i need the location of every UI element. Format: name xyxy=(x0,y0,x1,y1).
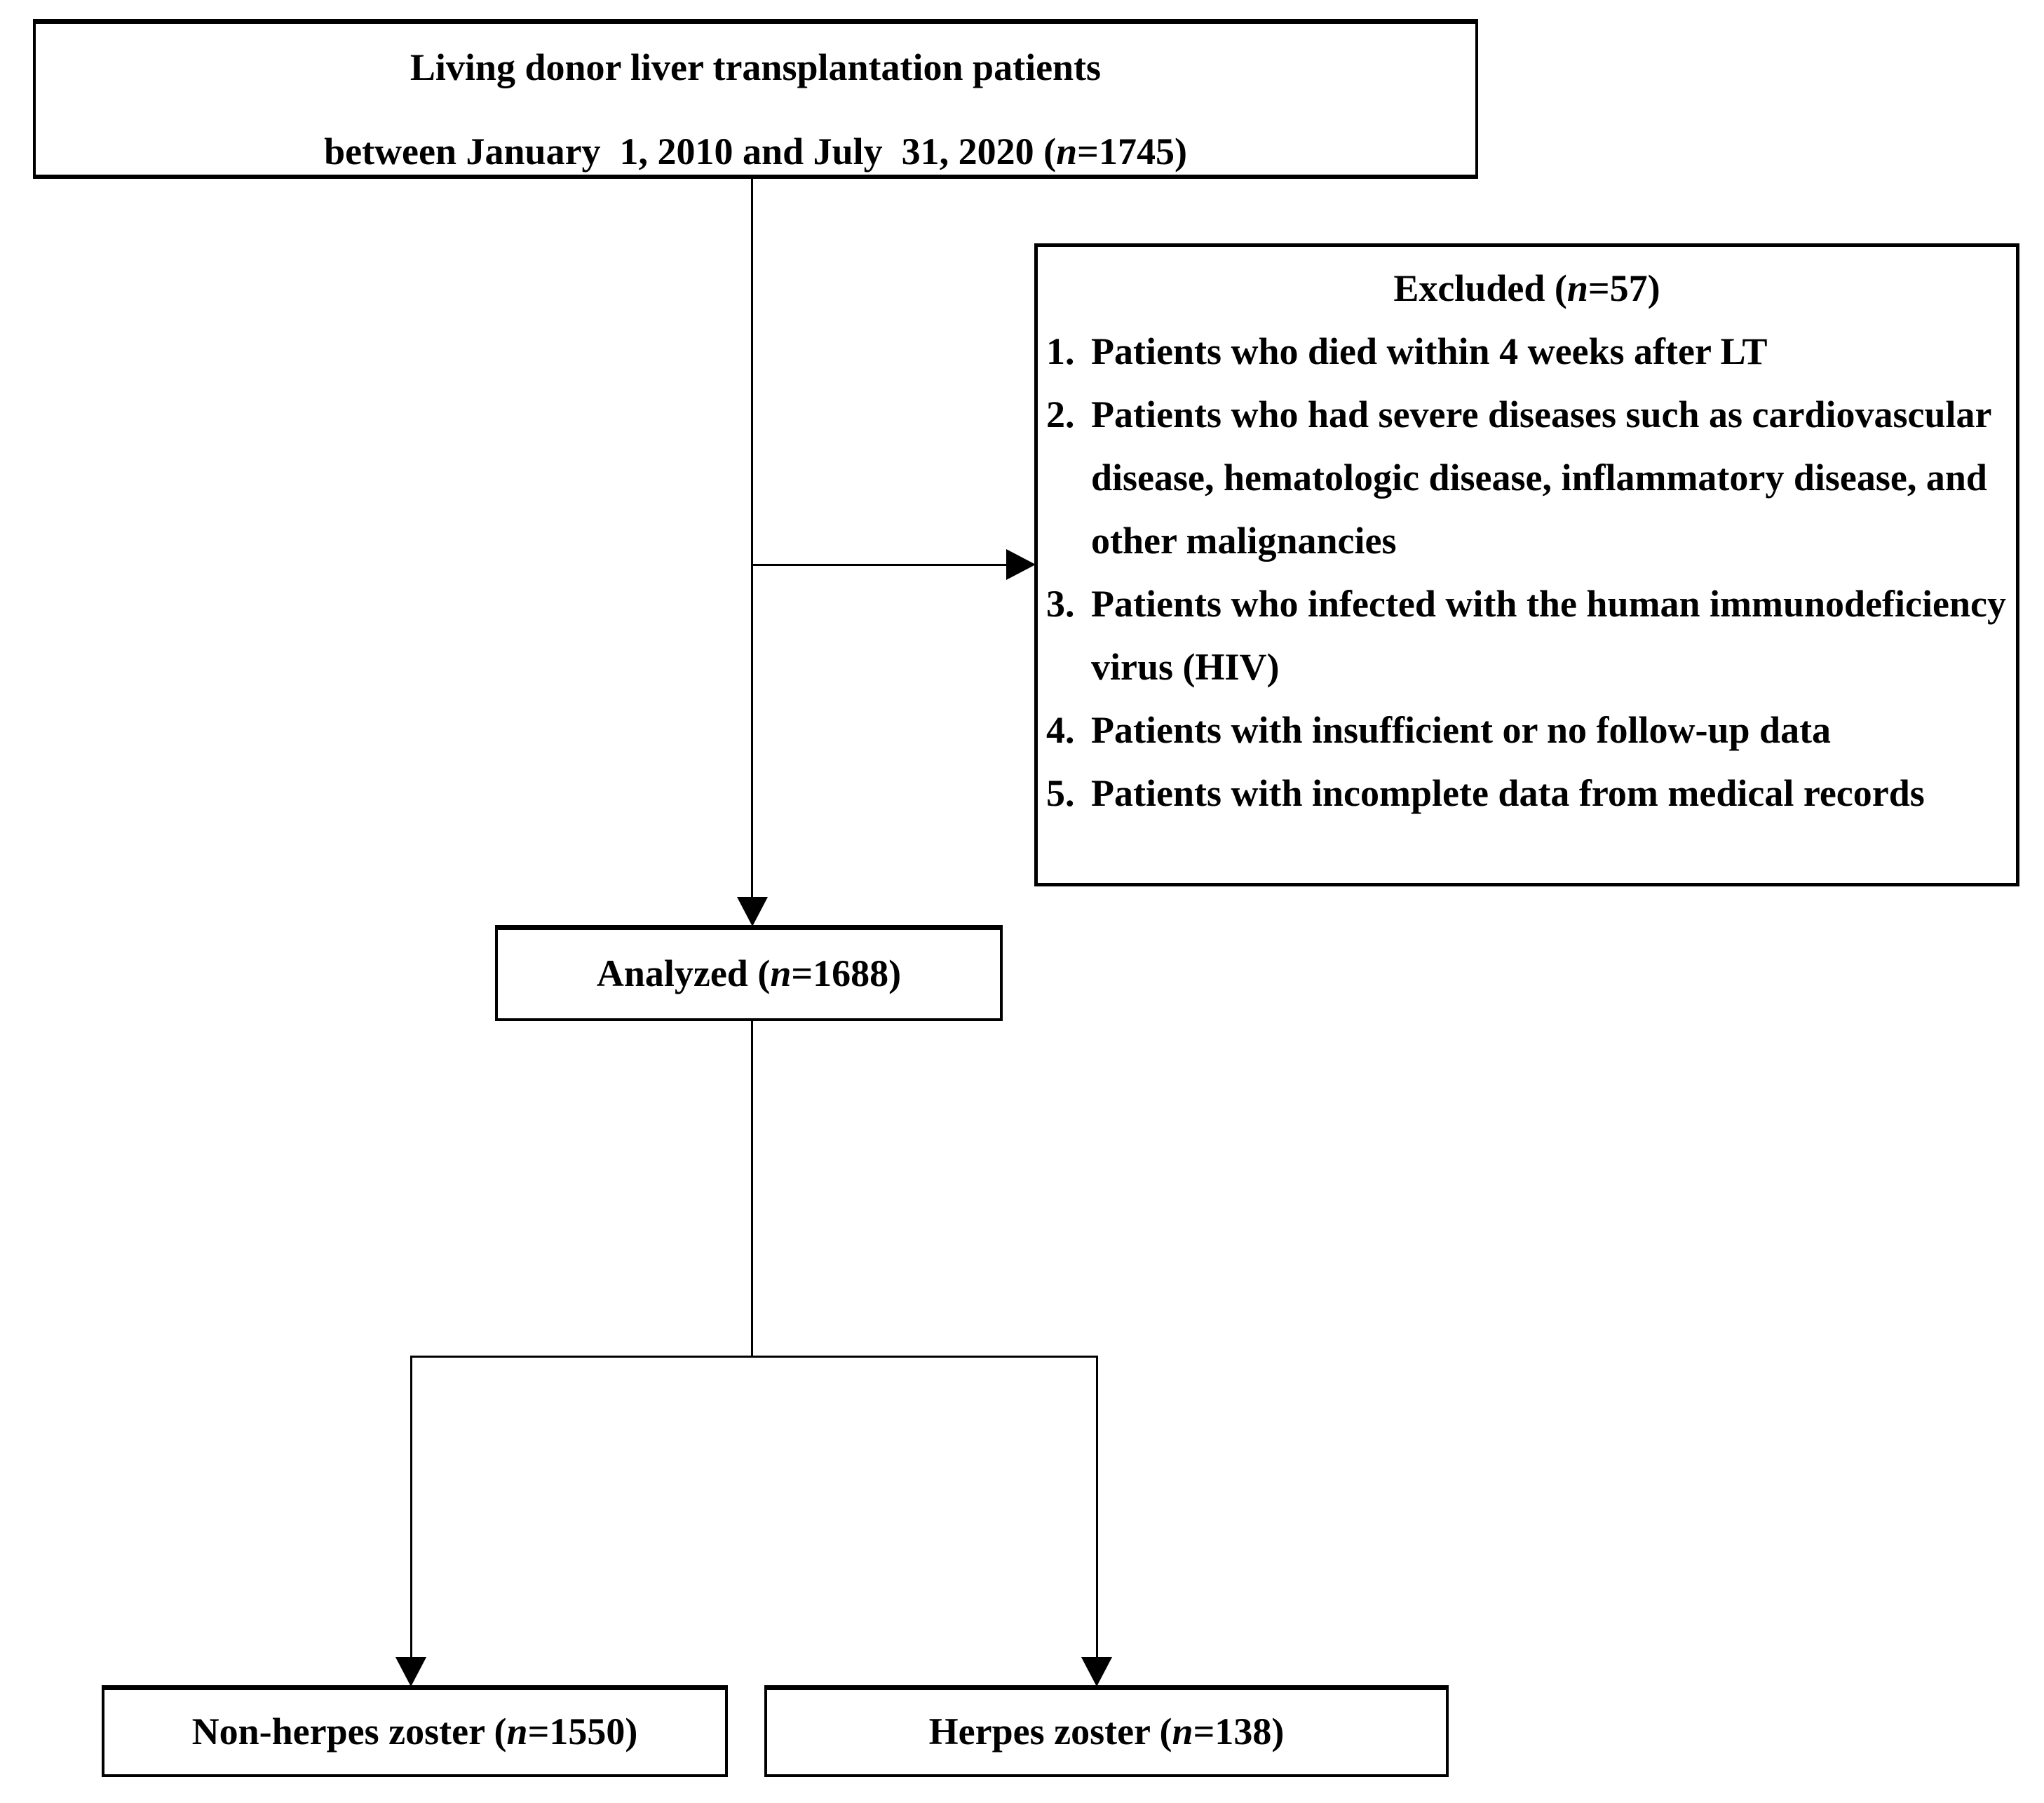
herpes-zoster-box: Herpes zoster (n=138) xyxy=(764,1685,1449,1777)
excluded-item-4-number: 4. xyxy=(1046,709,1075,751)
enrollment-n-italic: n xyxy=(1056,130,1078,173)
enrollment-count-prefix: between January 1, 2010 and July 31, 202… xyxy=(324,130,1057,173)
analyzed-n-italic: n xyxy=(770,952,792,995)
excluded-item-2: 2. Patients who had severe diseases such … xyxy=(1046,383,2008,572)
connector-analyzed-to-split xyxy=(751,1021,753,1358)
arrowhead-down-analyzed-icon xyxy=(737,897,768,926)
herpes-zoster-label: Herpes zoster (n=138) xyxy=(929,1711,1285,1753)
excluded-item-4: 4. Patients with insufficient or no follo… xyxy=(1046,698,2008,762)
excluded-item-3-text: Patients who infected with the human imm… xyxy=(1091,583,2006,688)
excluded-title: Excluded (n=57) xyxy=(1046,257,2008,320)
connector-top-to-analyzed xyxy=(751,179,753,898)
excluded-item-2-text: Patients who had severe diseases such as… xyxy=(1091,393,1991,562)
connector-split-to-nonherpes xyxy=(410,1356,412,1659)
excluded-item-3-number: 3. xyxy=(1046,583,1075,625)
excluded-box: Excluded (n=57) 1. Patients who died with… xyxy=(1034,243,2019,886)
enrollment-line1: Living donor liver transplantation patie… xyxy=(410,46,1102,88)
analyzed-suffix: =1688) xyxy=(791,952,902,995)
excluded-n-italic: n xyxy=(1566,267,1588,309)
connector-branch-to-excluded xyxy=(751,564,1008,566)
excluded-item-1-number: 1. xyxy=(1046,330,1075,372)
analyzed-box: Analyzed (n=1688) xyxy=(495,925,1003,1021)
enrollment-line2: between January 1, 2010 and July 31, 202… xyxy=(36,109,1475,194)
herpes-suffix: =138) xyxy=(1193,1710,1285,1753)
enrollment-box: Living donor liver transplantation patie… xyxy=(33,19,1478,179)
connector-split-horizontal xyxy=(410,1356,1098,1358)
excluded-item-2-number: 2. xyxy=(1046,393,1075,435)
excluded-item-4-text: Patients with insufficient or no follow-… xyxy=(1091,709,1832,751)
arrowhead-down-nonherpes-icon xyxy=(395,1657,426,1687)
non-herpes-zoster-label: Non-herpes zoster (n=1550) xyxy=(192,1711,638,1753)
excluded-item-5-number: 5. xyxy=(1046,772,1075,814)
excluded-item-3: 3. Patients who infected with the human i… xyxy=(1046,572,2008,698)
non-herpes-zoster-box: Non-herpes zoster (n=1550) xyxy=(102,1685,728,1777)
excluded-item-1-text: Patients who died within 4 weeks after L… xyxy=(1091,330,1768,372)
analyzed-prefix: Analyzed ( xyxy=(596,952,771,995)
connector-split-to-herpes xyxy=(1096,1356,1098,1659)
excluded-item-5-text: Patients with incomplete data from medic… xyxy=(1091,772,1925,814)
non-herpes-suffix: =1550) xyxy=(527,1710,638,1753)
analyzed-label: Analyzed (n=1688) xyxy=(597,953,901,994)
enrollment-count-suffix: =1745) xyxy=(1077,130,1187,173)
arrowhead-down-herpes-icon xyxy=(1081,1657,1112,1687)
arrowhead-right-excluded-icon xyxy=(1006,549,1036,580)
herpes-n-italic: n xyxy=(1172,1710,1193,1753)
non-herpes-n-italic: n xyxy=(506,1710,528,1753)
excluded-item-5: 5. Patients with incomplete data from med… xyxy=(1046,762,2008,825)
excluded-item-1: 1. Patients who died within 4 weeks after… xyxy=(1046,320,2008,383)
herpes-prefix: Herpes zoster ( xyxy=(928,1710,1172,1753)
excluded-title-suffix: =57) xyxy=(1588,267,1660,309)
excluded-title-prefix: Excluded ( xyxy=(1393,267,1567,309)
non-herpes-prefix: Non-herpes zoster ( xyxy=(191,1710,507,1753)
